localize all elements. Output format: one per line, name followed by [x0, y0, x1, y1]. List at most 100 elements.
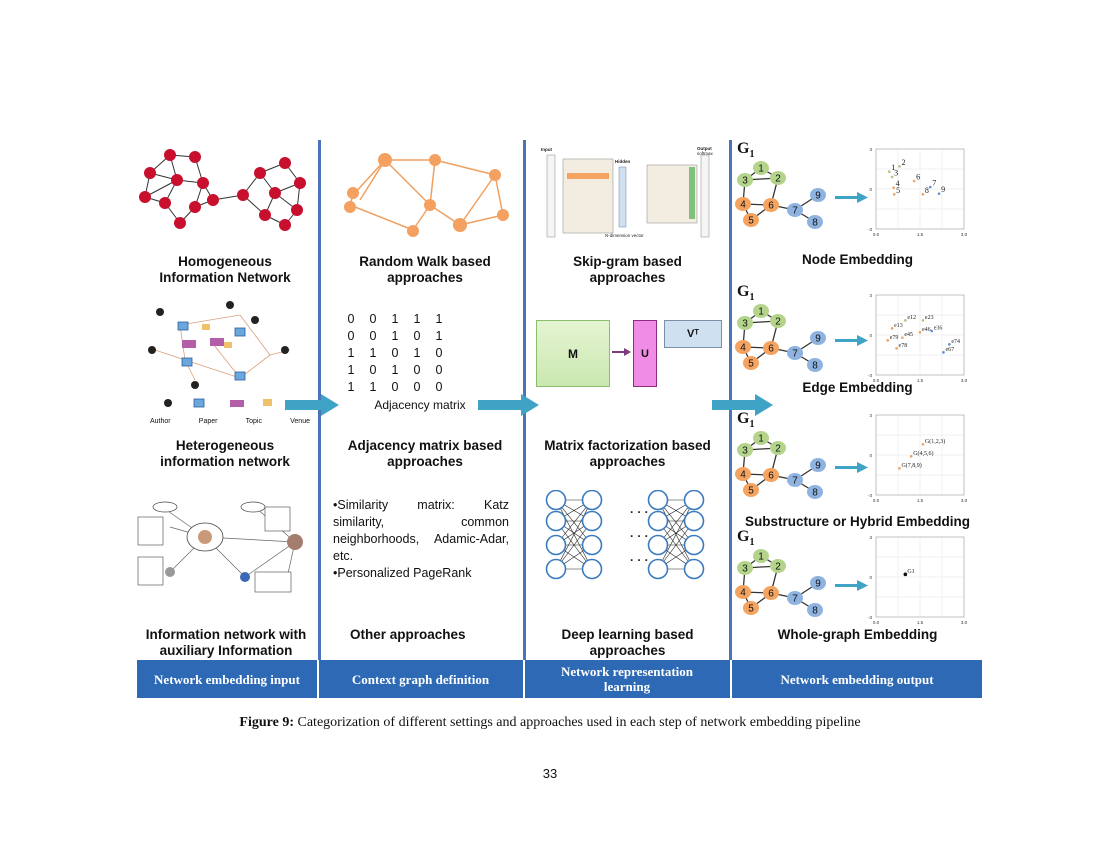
- plot-point: [937, 192, 941, 195]
- plot-point: [921, 319, 925, 322]
- graph-node: [807, 485, 823, 499]
- plot-point: [887, 170, 891, 173]
- graph-node: [753, 161, 769, 175]
- matrix-cell: 1: [347, 363, 355, 377]
- plot-point: [921, 443, 925, 446]
- graph-node-label: 2: [775, 444, 781, 455]
- nn-neuron: [545, 490, 567, 511]
- nn-edge: [657, 499, 695, 570]
- plot-point: [930, 329, 934, 333]
- matrix-cell: 1: [435, 312, 443, 326]
- deep-learning-graphic: · · · · · · · · ·: [545, 490, 705, 580]
- y-tick-label: -3: [868, 373, 872, 378]
- embed-arrow: [835, 192, 868, 203]
- graph-node: [737, 561, 753, 575]
- graph-node-label: 6: [768, 344, 774, 355]
- graph-node-label: 3: [742, 319, 748, 330]
- y-tick-label: 0: [869, 187, 872, 192]
- matrix-cell: 0: [347, 312, 355, 326]
- graph-node-label: 5: [748, 216, 754, 227]
- footer-input: Network embedding input: [154, 671, 300, 687]
- plot-point: [948, 343, 951, 346]
- adjacency-matrix-caption: Adjacency matrix: [374, 398, 466, 412]
- nn-neuron: [581, 558, 603, 580]
- matrix-cell: 1: [391, 312, 399, 326]
- plot-point: [912, 179, 916, 183]
- x-tick-label: 3.0: [961, 378, 968, 383]
- plot-point: [918, 331, 922, 334]
- graph-label-subscript: 1: [749, 149, 755, 161]
- skipgram-input-label: Input: [541, 147, 552, 152]
- nn-neuron: [581, 490, 603, 511]
- homogeneous-network-graphic: [139, 149, 306, 231]
- graph-node-label: 9: [815, 334, 821, 345]
- y-tick-label: 3: [869, 293, 872, 298]
- legend-author: Author: [150, 418, 171, 425]
- matrix-cell: 1: [369, 346, 377, 360]
- graph-node-label: 8: [812, 361, 818, 372]
- matrix-cell: 1: [391, 329, 399, 343]
- label-auxiliary-network: Information network with auxiliary Infor…: [145, 627, 307, 658]
- nn-neuron: [647, 558, 669, 580]
- graph-node-label: 4: [740, 343, 746, 354]
- graph-label-subscript: 1: [749, 292, 755, 304]
- legend-venue: Venue: [290, 418, 310, 425]
- x-tick-label: 0.0: [873, 378, 880, 383]
- y-tick-label: 3: [869, 147, 872, 152]
- graph-label-text: G: [737, 283, 750, 300]
- graph-node: [735, 467, 751, 481]
- matrix-cell: 0: [391, 380, 399, 394]
- graph-node-label: 1: [758, 434, 764, 445]
- plot-point: [886, 339, 890, 342]
- graph-node-label: 4: [740, 200, 746, 211]
- graph-node: [770, 171, 786, 185]
- matrix-cell: 1: [413, 346, 421, 360]
- bullet-similarity: •Similarity matrix: Katz similarity, com…: [333, 498, 509, 563]
- plot-point: [904, 319, 907, 322]
- matrix-cell: 1: [413, 312, 421, 326]
- graph-node: [807, 603, 823, 617]
- matrix-cell: 1: [347, 346, 355, 360]
- heterogeneous-network-graphic: [148, 301, 291, 408]
- footer-context: Context graph definition: [351, 671, 490, 687]
- matrix-cell: 0: [413, 380, 421, 394]
- graph-node: [763, 586, 779, 600]
- graph-node-label: 1: [758, 307, 764, 318]
- footer-learning: Network representation learning: [560, 664, 694, 694]
- embed-arrow: [835, 462, 868, 473]
- x-tick-label: 3.0: [961, 620, 968, 625]
- plot-point-label: G(1,2,3): [925, 438, 945, 445]
- skipgram-output-label: Output: [697, 146, 712, 151]
- graph-node: [735, 585, 751, 599]
- plot-point-label: e36: [934, 326, 943, 332]
- nn-neuron: [647, 490, 669, 511]
- matrix-cell: 1: [391, 363, 399, 377]
- y-tick-label: 0: [869, 453, 872, 458]
- nn-neuron: [683, 490, 705, 511]
- x-tick-label: 0.0: [873, 620, 880, 625]
- matrix-cell: 0: [435, 346, 443, 360]
- matrix-vt: Vᵀ: [664, 320, 722, 348]
- graph-node: [787, 591, 803, 605]
- x-tick-label: 0.0: [873, 232, 880, 237]
- label-heterogeneous-network: Heterogeneous information network: [160, 438, 290, 469]
- graph-node: [753, 431, 769, 445]
- graph-node-label: 2: [775, 317, 781, 328]
- plot-point-label: 1: [891, 163, 895, 172]
- y-tick-label: -3: [868, 615, 872, 620]
- nn-neuron: [647, 534, 669, 556]
- matrix-cell: 1: [435, 329, 443, 343]
- skipgram-softmax-label: softmax: [697, 151, 714, 156]
- graph-node: [787, 203, 803, 217]
- graph-node: [807, 358, 823, 372]
- plot-point-label: e78: [899, 343, 908, 349]
- graph-node: [743, 483, 759, 497]
- bullet-pagerank: •Personalized PageRank: [333, 566, 472, 580]
- matrix-cell: 0: [435, 380, 443, 394]
